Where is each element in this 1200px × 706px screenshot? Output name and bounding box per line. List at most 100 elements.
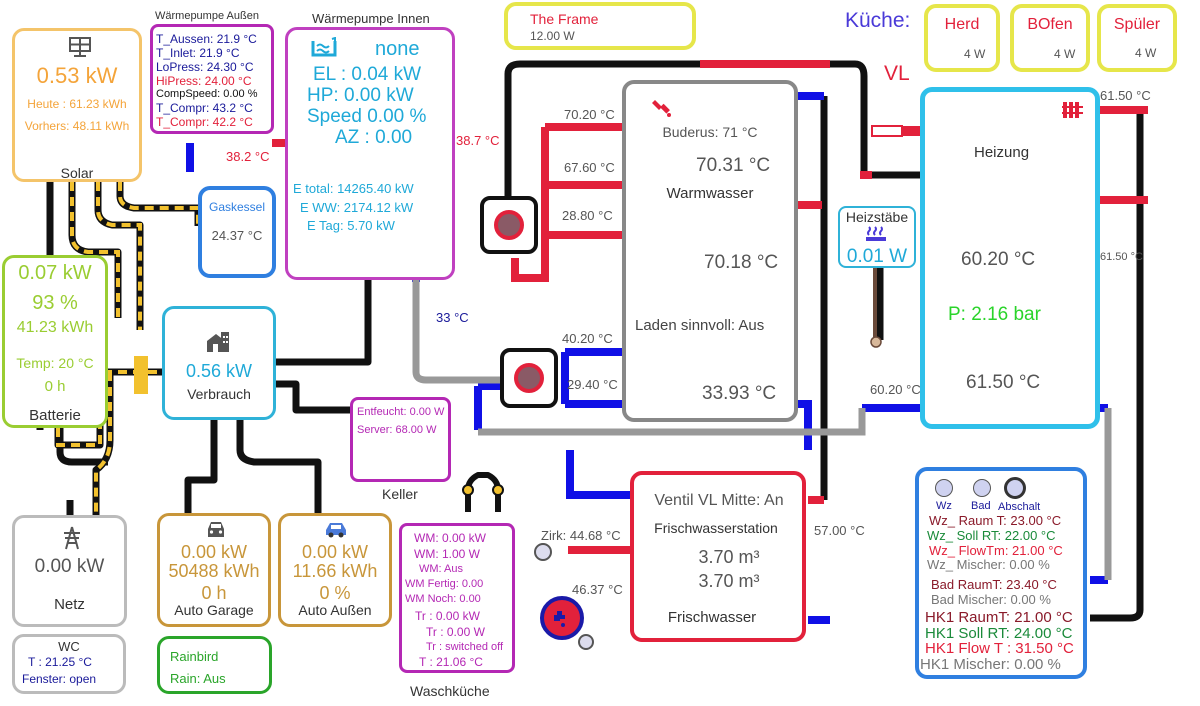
keller-entfeucht: Entfeucht: 0.00 W — [357, 406, 445, 418]
herd-card[interactable]: Herd 4 W — [924, 4, 1000, 72]
abschalt-toggle[interactable] — [1004, 477, 1026, 499]
waschkueche-temp: T : 21.06 °C — [419, 655, 483, 669]
laden-sinnvoll: Laden sinnvoll: Aus — [635, 317, 765, 334]
zirk-pump[interactable] — [534, 543, 552, 561]
pump-rotor — [494, 210, 524, 240]
pipe-temp-1: 70.20 °C — [564, 107, 615, 122]
bofen-card[interactable]: BOfen 4 W — [1010, 4, 1090, 72]
wp-e-ww: E WW: 2174.12 kW — [300, 200, 414, 215]
heizung-temp2: 61.50 °C — [966, 372, 1041, 393]
zirk-temp: Zirk: 44.68 °C — [541, 528, 621, 543]
waschkueche-card[interactable]: WM: 0.00 kW WM: 1.00 W WM: Aus WM Fertig… — [399, 523, 515, 673]
auto-garage-card[interactable]: 0.00 kW 50488 kWh 0 h Auto Garage — [157, 513, 271, 627]
pump-mid[interactable] — [500, 348, 558, 408]
wp-hp: HP: 0.00 kW — [307, 85, 414, 106]
volume-1: 3.70 m³ — [698, 547, 760, 567]
rainbird-card[interactable]: Rainbird Rain: Aus — [157, 636, 272, 694]
wz-soll-temp: Wz_ Soll RT: 22.00 °C — [927, 528, 1056, 543]
bad-label: Bad — [971, 500, 991, 512]
keller-label: Keller — [382, 486, 418, 502]
solar-yesterday: Vorhers: 48.11 kWh — [24, 119, 130, 133]
the-frame-card[interactable]: The Frame 12.00 W — [504, 2, 696, 50]
kueche-label: Küche: — [845, 9, 911, 32]
hk1-raum-temp: HK1 RaumT: 21.00 °C — [925, 609, 1073, 626]
wp-aussen-title: Wärmepumpe Außen — [155, 10, 259, 22]
verbrauch-card[interactable]: 0.56 kW Verbrauch — [162, 306, 276, 420]
wc-temp: T : 21.25 °C — [28, 655, 92, 669]
waschkueche-label: Waschküche — [410, 683, 490, 699]
wz-label: Wz — [936, 500, 952, 512]
auto-aussen-power: 0.00 kW — [301, 542, 369, 562]
pipe-temp-33: 33 °C — [436, 310, 469, 325]
t-compr-1: T_Compr: 43.2 °C — [156, 101, 253, 115]
pipe-temp-4: 40.20 °C — [562, 331, 613, 346]
wz-toggle[interactable] — [935, 479, 953, 497]
heizung-label: Heizung — [974, 144, 1030, 161]
bad-toggle[interactable] — [973, 479, 991, 497]
bad-mischer: Bad Mischer: 0.00 % — [931, 592, 1051, 607]
gaskessel-card[interactable]: Gaskessel 24.37 °C — [198, 186, 276, 278]
batterie-label: Batterie — [29, 407, 81, 424]
herd-power: 4 W — [964, 47, 986, 61]
wp-aussen-card[interactable]: T_Aussen: 21.9 °C T_Inlet: 21.9 °C LoPre… — [150, 24, 274, 134]
auto-garage-hours: 0 h — [201, 583, 227, 603]
solar-panel-icon — [69, 37, 91, 57]
tr-power-w: Tr : 0.00 W — [426, 625, 485, 639]
pump-rotor — [514, 363, 544, 393]
hk1-mischer: HK1 Mischer: 0.00 % — [920, 656, 1061, 673]
pipe-temp-2: 67.60 °C — [564, 160, 615, 175]
pipe-temp-3: 28.80 °C — [562, 208, 613, 223]
t-inlet: T_Inlet: 21.9 °C — [156, 46, 240, 60]
rainbird-title: Rainbird — [170, 649, 219, 664]
power-pylon-icon — [61, 526, 83, 555]
tr-power-kw: Tr : 0.00 kW — [415, 609, 480, 623]
wp-mode: none — [375, 38, 420, 60]
wp-innen-title: Wärmepumpe Innen — [312, 11, 430, 26]
warmwasser-temp-top: 70.31 °C — [696, 155, 771, 176]
hipress: HiPress: 24.00 °C — [156, 74, 252, 88]
bad-raum-temp: Bad RaumT: 23.40 °C — [931, 577, 1057, 592]
heizung-right-temp: 61.50 °C — [1100, 251, 1143, 263]
the-frame-power: 12.00 W — [530, 29, 575, 43]
wp-az: AZ : 0.00 — [335, 127, 413, 148]
car-icon — [205, 520, 227, 545]
auto-aussen-card[interactable]: 0.00 kW 11.66 kWh 0 % Auto Außen — [278, 513, 392, 627]
frischwasser-card[interactable]: Ventil VL Mitte: An Frischwasserstation … — [630, 471, 806, 642]
heizung-temp1: 60.20 °C — [961, 249, 1036, 270]
warmwasser-label: Warmwasser — [666, 185, 754, 202]
tap-temp: 46.37 °C — [572, 582, 623, 597]
netz-card[interactable]: 0.00 kW Netz — [12, 515, 127, 627]
wp-e-total: E total: 14265.40 kW — [293, 181, 414, 196]
keller-card[interactable]: Entfeucht: 0.00 W Server: 68.00 W — [350, 397, 451, 482]
wp-innen-card[interactable]: none EL : 0.04 kW HP: 0.00 kW Speed 0.00… — [285, 27, 455, 280]
heat-pump-icon — [310, 36, 338, 64]
compspeed: CompSpeed: 0.00 % — [156, 88, 258, 100]
batterie-temp: Temp: 20 °C — [16, 355, 94, 371]
auto-aussen-percent: 0 % — [319, 583, 351, 603]
wm-power-w: WM: 1.00 W — [414, 547, 481, 561]
batterie-card[interactable]: 0.07 kW 93 % 41.23 kWh Temp: 20 °C 0 h B… — [2, 255, 108, 428]
herd-name: Herd — [944, 16, 980, 33]
wp-e-tag: E Tag: 5.70 kW — [307, 218, 395, 233]
heizkreis-card[interactable]: Wz Bad Abschalt Wz_ Raum T: 23.00 °C Wz_… — [915, 467, 1087, 679]
heizstaebe-power: 0.01 W — [846, 246, 908, 267]
batterie-hours: 0 h — [44, 378, 66, 395]
auto-garage-power: 0.00 kW — [180, 542, 248, 562]
bofen-power: 4 W — [1054, 47, 1076, 61]
solar-card[interactable]: 0.53 kW Heute : 61.23 kWh Vorhers: 48.11… — [12, 28, 142, 182]
pump-top[interactable] — [480, 196, 538, 254]
spueler-card[interactable]: Spüler 4 W — [1097, 4, 1177, 72]
heizung-tank[interactable]: Heizung 60.20 °C P: 2.16 bar 61.50 °C — [920, 87, 1100, 429]
t-compr-2: T_Compr: 42.2 °C — [156, 115, 253, 129]
rainbird-rain: Rain: Aus — [170, 671, 226, 686]
spueler-power: 4 W — [1135, 46, 1157, 60]
frischwasser-label: Frischwasser — [667, 609, 757, 626]
auto-garage-energy: 50488 kWh — [168, 561, 260, 581]
warmwasser-tank[interactable]: Buderus: 71 °C 70.31 °C Warmwasser 70.18… — [622, 80, 798, 422]
wz-raum-temp: Wz_ Raum T: 23.00 °C — [929, 513, 1062, 528]
wc-card[interactable]: WC T : 21.25 °C Fenster: open — [12, 634, 126, 694]
wm-state: WM: Aus — [419, 563, 464, 575]
heizstaebe-card[interactable]: Heizstäbe 0.01 W — [838, 206, 916, 268]
house-icon — [205, 331, 231, 358]
